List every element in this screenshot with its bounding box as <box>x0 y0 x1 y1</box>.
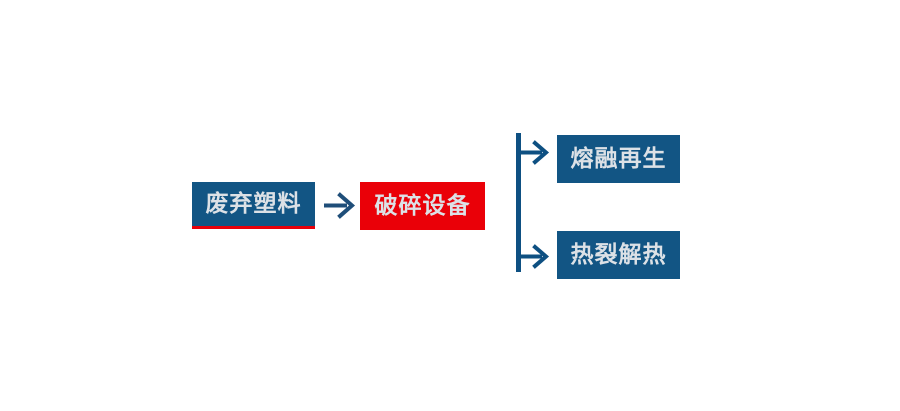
branch-bracket-icon-svg <box>516 133 550 272</box>
node-pyrolysis-heat-label: 热裂解热 <box>570 241 667 268</box>
node-pyrolysis-heat[interactable]: 热裂解热 <box>557 231 680 279</box>
node-melt-regeneration[interactable]: 熔融再生 <box>557 135 680 183</box>
node-waste-plastic[interactable]: 废弃塑料 <box>192 182 315 229</box>
node-crushing-equipment-label: 破碎设备 <box>374 192 471 219</box>
arrow-right-icon-svg <box>324 192 356 219</box>
node-waste-plastic-label: 废弃塑料 <box>205 190 302 217</box>
arrow-head <box>337 192 356 219</box>
branch-arrow-bottom-head <box>532 244 550 269</box>
node-crushing-equipment[interactable]: 破碎设备 <box>360 182 485 230</box>
node-melt-regeneration-label: 熔融再生 <box>570 145 667 172</box>
arrow-right-icon <box>320 190 358 222</box>
branch-arrow-top-head <box>532 140 550 165</box>
branch-bracket-icon <box>505 125 565 285</box>
